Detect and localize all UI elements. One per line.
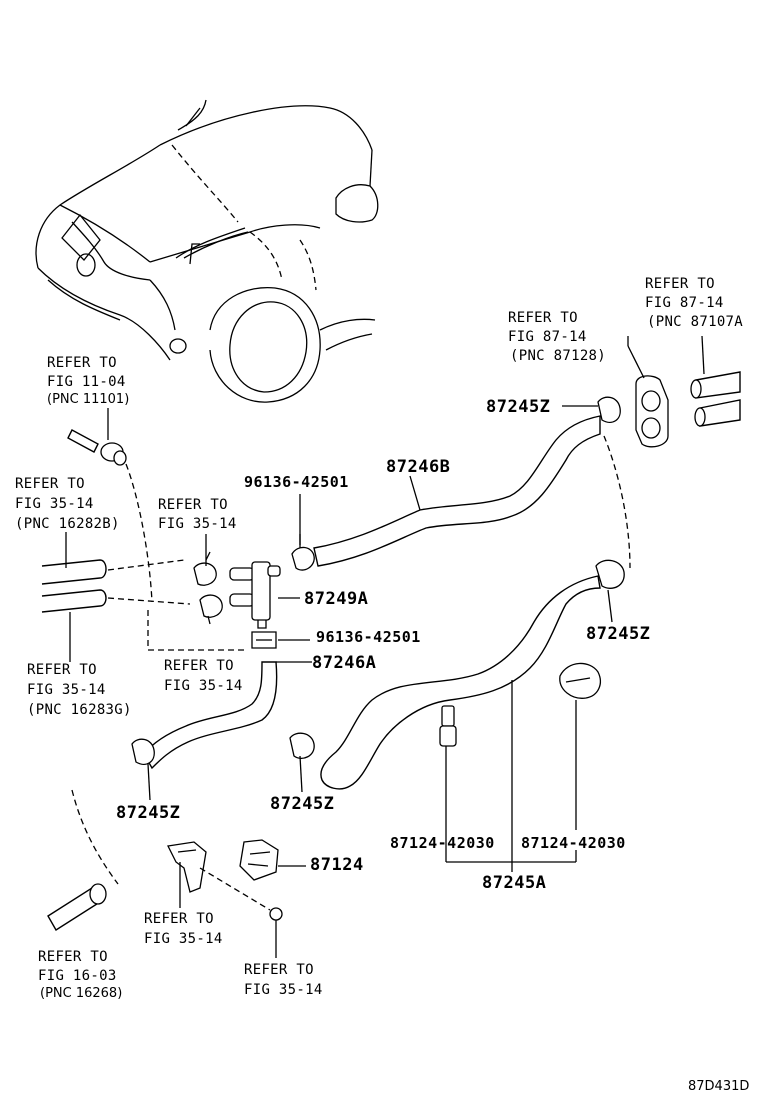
refer-pnc-87107a-line2: FIG 87-14 bbox=[645, 295, 724, 311]
refer-fig-35-14-bracket-line1: REFER TO bbox=[144, 911, 214, 927]
bolt-lower bbox=[199, 867, 283, 921]
pipe-16268 bbox=[47, 789, 119, 931]
refer-pnc-16282b-line1: REFER TO bbox=[15, 476, 85, 492]
refer-fig-16-03-line1: REFER TO bbox=[38, 949, 108, 965]
refer-fig-11-04-line1: REFER TO bbox=[47, 355, 117, 371]
refer-fig-35-14-bolt-line1: REFER TO bbox=[244, 962, 314, 978]
part-87245z-top: 87245Z bbox=[486, 397, 551, 417]
part-87245z-mid: 87245Z bbox=[270, 794, 335, 814]
bracket-87124 bbox=[239, 839, 279, 881]
refer-pnc-87107a-line1: REFER TO bbox=[645, 276, 715, 292]
clamp-87245z-top bbox=[597, 396, 621, 423]
part-87124-42030-right: 87124-42030 bbox=[521, 834, 626, 852]
part-96136-42501-lower: 96136-42501 bbox=[316, 628, 421, 646]
part-87245z-right: 87245Z bbox=[586, 624, 651, 644]
refer-pnc-16282b-pnc: (PNC 16282B) bbox=[15, 516, 120, 532]
refer-pnc-16282b-line2: FIG 35-14 bbox=[15, 496, 94, 512]
part-87249a: 87249A bbox=[304, 589, 369, 609]
part-87246b: 87246B bbox=[386, 457, 451, 477]
clamp-87245z-right bbox=[595, 559, 625, 589]
clamp-lower-left bbox=[199, 594, 223, 625]
leader-lines bbox=[65, 335, 705, 958]
refer-pnc-16283g-line2: FIG 35-14 bbox=[27, 682, 106, 698]
clamp-87245z-mid bbox=[289, 732, 315, 759]
refer-fig-16-03-pnc: (PNC 16268) bbox=[40, 986, 123, 1001]
clamp-96136-lower bbox=[251, 631, 277, 649]
part-87245a: 87245A bbox=[482, 873, 547, 893]
connector-87249a bbox=[229, 561, 281, 629]
refer-pnc-87107a-pnc: (PNC 87107A bbox=[647, 314, 744, 330]
left-pipes bbox=[41, 429, 248, 651]
part-87245z-left: 87245Z bbox=[116, 803, 181, 823]
refer-fig-11-04-pnc: (PNC 11101) bbox=[47, 392, 130, 407]
hose-87246a bbox=[143, 661, 278, 770]
refer-pnc-87128-line2: FIG 87-14 bbox=[508, 329, 587, 345]
grommet-87128 bbox=[635, 375, 669, 448]
part-96136-42501-upper: 96136-42501 bbox=[244, 473, 349, 491]
part-87246a: 87246A bbox=[312, 653, 377, 673]
pipes-87107a bbox=[690, 371, 741, 427]
hose-87246b bbox=[313, 415, 601, 567]
clip-87124-42030-left bbox=[439, 705, 457, 747]
part-87124-42030-left: 87124-42030 bbox=[390, 834, 495, 852]
refer-pnc-16283g-pnc: (PNC 16283G) bbox=[27, 702, 132, 718]
refer-fig-35-14-bolt-line2: FIG 35-14 bbox=[244, 982, 323, 998]
hose-87245a bbox=[320, 575, 601, 790]
bracket-lower bbox=[167, 841, 207, 893]
clamp-96136-upper bbox=[291, 534, 315, 571]
clamp-upper-left bbox=[193, 551, 217, 586]
refer-fig-35-14-clamp-line2: FIG 35-14 bbox=[158, 516, 237, 532]
refer-pnc-87128-pnc: (PNC 87128) bbox=[510, 348, 607, 364]
clamp-87245z-left bbox=[131, 738, 155, 765]
refer-fig-35-14-bracket-line2: FIG 35-14 bbox=[144, 931, 223, 947]
refer-fig-35-14-lower-line2: FIG 35-14 bbox=[164, 678, 243, 694]
diagram-code: 87D431D bbox=[688, 1079, 750, 1094]
refer-fig-35-14-clamp-line1: REFER TO bbox=[158, 497, 228, 513]
refer-pnc-87128-line1: REFER TO bbox=[508, 310, 578, 326]
refer-fig-16-03-line2: FIG 16-03 bbox=[38, 968, 117, 984]
part-87124: 87124 bbox=[310, 855, 364, 875]
clip-87124-42030-right bbox=[559, 662, 601, 699]
refer-fig-11-04-line2: FIG 11-04 bbox=[47, 374, 126, 390]
refer-pnc-16283g-line1: REFER TO bbox=[27, 662, 97, 678]
vehicle-front-illustration bbox=[35, 99, 379, 403]
refer-fig-35-14-lower-line1: REFER TO bbox=[164, 658, 234, 674]
